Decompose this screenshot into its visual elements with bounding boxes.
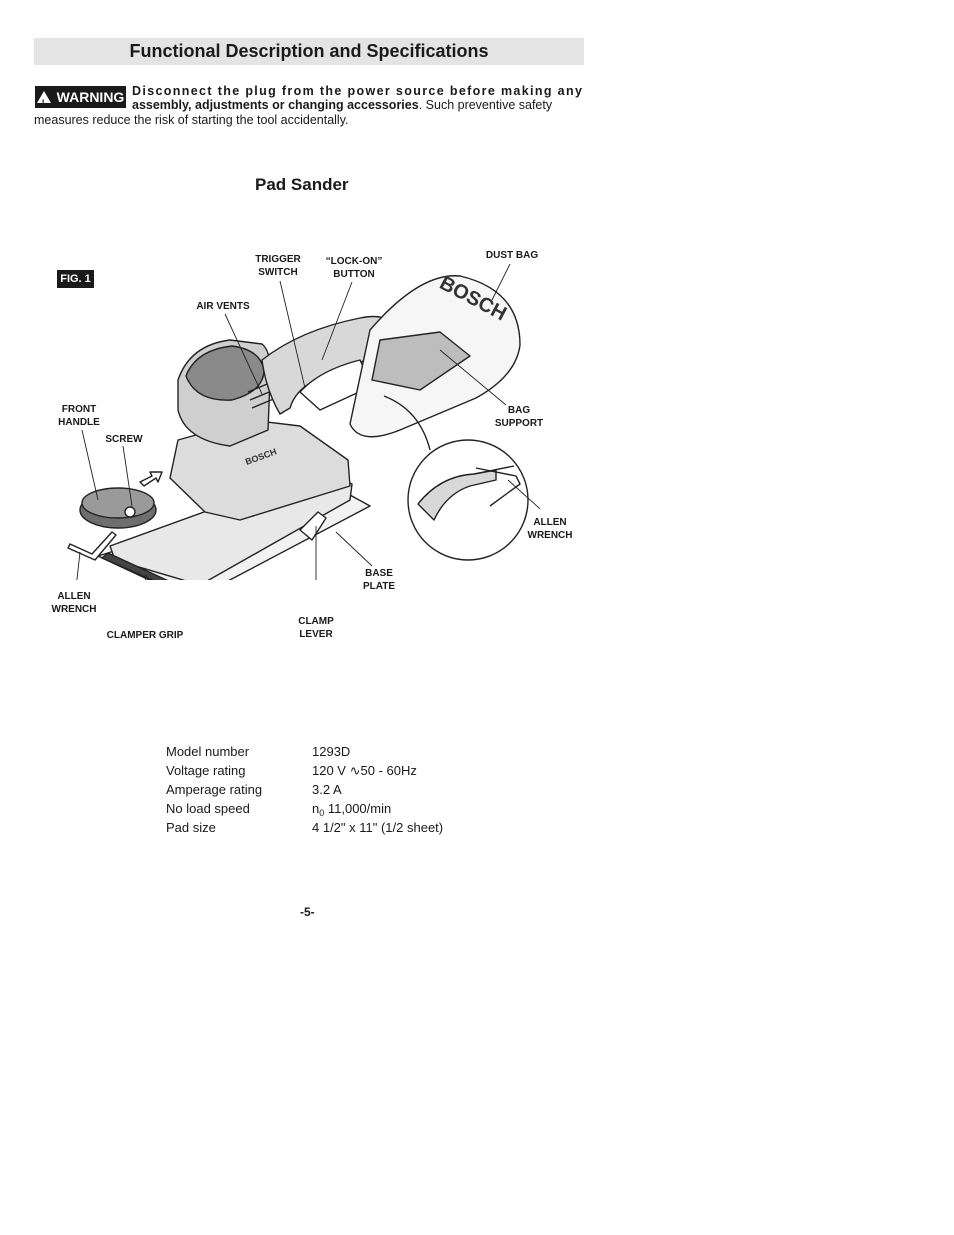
callout-bag-support-line2: SUPPORT: [494, 417, 544, 429]
callout-screw: SCREW: [105, 434, 143, 445]
insert-arrow: [139, 471, 163, 487]
leader-lock-on-button: [321, 281, 353, 361]
callout-lock-on-line1: “LOCK-ON”: [325, 256, 383, 267]
callout-base-plate: BASE PLATE: [358, 568, 400, 593]
speed-value: 11,000/min: [324, 801, 392, 816]
callout-clamper-grip: CLAMPER GRIP: [106, 630, 184, 641]
frequency-value: 50 - 60Hz: [360, 763, 417, 778]
warning-line-3: measures reduce the risk of starting the…: [34, 113, 349, 127]
warning-line-1: Disconnect the plug from the power sourc…: [132, 84, 584, 98]
page-number: -5-: [300, 905, 315, 919]
callout-allen-wrench-right-line1: ALLEN: [533, 517, 567, 528]
inset-allen-wrench: [475, 467, 521, 507]
callout-base-plate-line1: BASE: [365, 568, 393, 579]
leader-front-handle: [81, 429, 99, 501]
warning-badge: WARNING: [35, 86, 126, 114]
front-handle-top: [81, 487, 155, 519]
leader-bag-support: [439, 349, 507, 406]
screw-head: [124, 506, 136, 518]
callout-trigger-switch: TRIGGER SWITCH: [254, 254, 302, 279]
spec-label: Pad size: [166, 820, 216, 835]
callout-trigger-switch-line2: SWITCH: [258, 266, 298, 278]
bag-support: [371, 331, 471, 391]
speed-subscript: 0: [319, 808, 325, 818]
callout-front-handle: FRONT HANDLE: [56, 404, 102, 429]
warning-bold-tail: assembly, adjustments or changing access…: [132, 98, 419, 112]
inset-cord: [473, 465, 515, 475]
speed-symbol: n: [312, 801, 320, 816]
leader-allen-wrench-left: [76, 551, 81, 580]
callout-clamp-lever: CLAMP LEVER: [294, 616, 338, 641]
leader-dust-bag: [491, 263, 511, 301]
spec-value: n0 11,000/min: [312, 800, 391, 819]
callout-lock-on-button: “LOCK-ON” BUTTON: [322, 256, 386, 281]
leader-base-plate: [335, 531, 373, 567]
callout-allen-wrench-left-line2: WRENCH: [51, 603, 97, 615]
detail-inset-circle: [407, 439, 529, 561]
callout-dust-bag: DUST BAG: [485, 250, 539, 261]
callout-trigger-switch-line1: TRIGGER: [255, 254, 301, 265]
callout-lock-on-line2: BUTTON: [333, 268, 375, 280]
spec-label: Voltage rating: [166, 763, 246, 778]
callout-allen-wrench-left-line1: ALLEN: [57, 591, 91, 602]
spec-value: 4 1/2" x 11" (1/2 sheet): [312, 820, 444, 835]
inset-handle: [417, 469, 497, 521]
callout-bag-support-line1: BAG: [507, 405, 531, 416]
callout-clamp-lever-line1: CLAMP: [298, 616, 334, 627]
callout-base-plate-line2: PLATE: [362, 580, 396, 592]
callout-allen-wrench-right: ALLEN WRENCH: [526, 517, 574, 542]
spec-value: 3.2 A: [312, 782, 342, 797]
fig-label: FIG. 1: [57, 270, 94, 288]
pad-sander-illustration: BOSCH BOSCH: [67, 263, 540, 580]
callout-front-handle-line2: HANDLE: [58, 416, 100, 428]
warning-text-tail: . Such preventive safety: [418, 98, 553, 112]
leader-allen-wrench-right: [507, 479, 540, 510]
ac-symbol-icon: ∿: [349, 763, 361, 778]
clamp-lever: [299, 511, 327, 541]
voltage-value: 120 V: [312, 763, 350, 778]
inset-callout-line: [383, 395, 431, 451]
spec-label: Model number: [166, 744, 250, 759]
callout-allen-wrench-left: ALLEN WRENCH: [50, 591, 98, 616]
figure-title: Pad Sander: [255, 175, 349, 194]
warning-triangle-icon: [36, 91, 51, 114]
callout-air-vents: AIR VENTS: [196, 301, 250, 312]
spec-label: Amperage rating: [166, 782, 263, 797]
warning-line-2: assembly, adjustments or changing access…: [132, 98, 584, 112]
leader-trigger-switch: [279, 280, 306, 389]
callout-bag-support: BAG SUPPORT: [494, 405, 544, 430]
leader-screw: [122, 445, 133, 507]
callout-allen-wrench-right-line2: WRENCH: [527, 529, 573, 541]
callout-front-handle-line1: FRONT: [61, 404, 97, 415]
spec-value: 1293D: [312, 744, 351, 759]
callout-clamp-lever-line2: LEVER: [299, 628, 333, 640]
spec-value: 120 V ∿50 - 60Hz: [312, 762, 417, 779]
leader-air-vents: [224, 313, 263, 395]
clamper-grip-strip: [101, 552, 169, 580]
warning-badge-label: WARNING: [56, 89, 125, 105]
spec-label: No load speed: [166, 801, 250, 816]
section-header: Functional Description and Specification…: [34, 38, 584, 65]
